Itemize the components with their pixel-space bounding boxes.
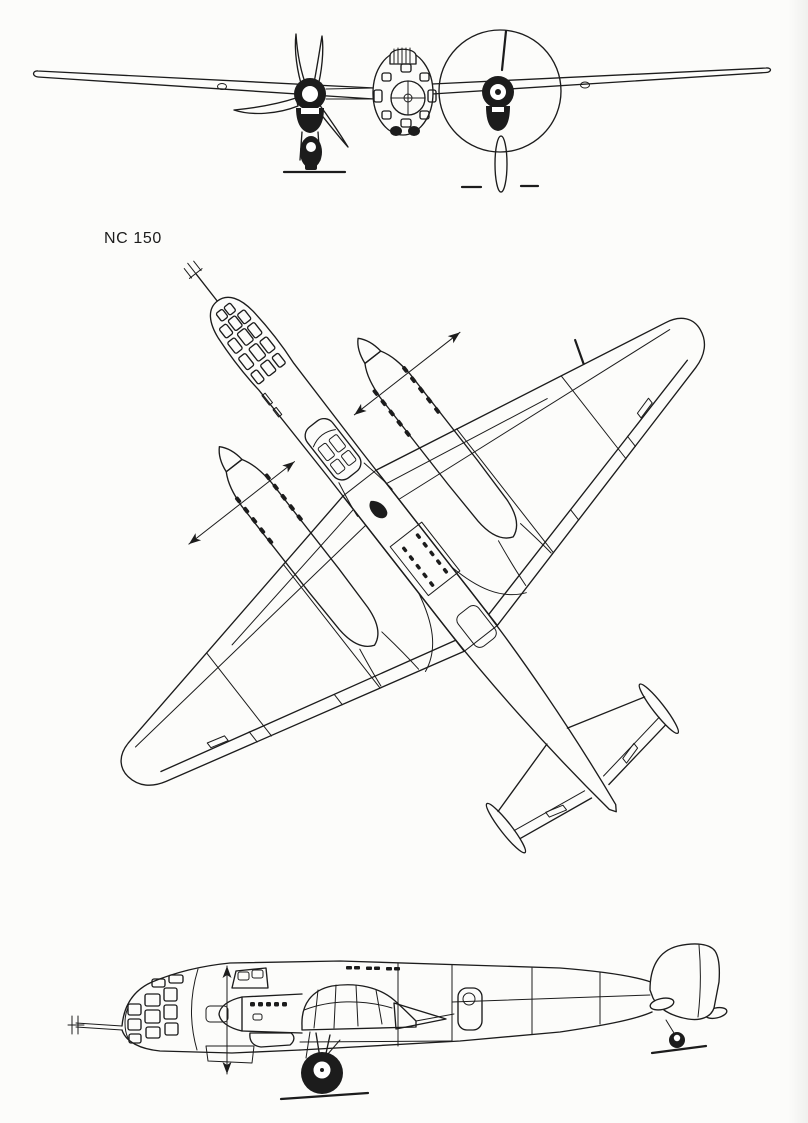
top-right-exhausts <box>372 366 441 437</box>
top-dotted-panel <box>389 521 461 597</box>
side-tail <box>649 943 728 1055</box>
side-nose-probe <box>67 1015 123 1035</box>
front-fuselage <box>372 47 437 136</box>
side-cockpit-canopy <box>301 984 455 1031</box>
side-windscreen <box>231 967 269 989</box>
front-right-engine <box>438 29 562 193</box>
top-view <box>120 260 706 854</box>
side-fuselage <box>121 960 657 1064</box>
top-antenna <box>183 260 218 302</box>
side-spine-vents <box>346 966 400 971</box>
top-right-stabilizer <box>566 683 680 786</box>
side-ground-line <box>279 1091 370 1101</box>
front-nose-panes <box>373 63 437 128</box>
top-left-wing <box>120 495 465 786</box>
front-right-blade-edge <box>494 135 508 193</box>
side-engine-nacelle <box>218 993 303 1048</box>
front-right-propeller-disc <box>438 29 562 153</box>
front-left-engine <box>233 33 349 174</box>
top-cockpit-canopy <box>304 417 393 517</box>
side-crew-door <box>457 987 483 1031</box>
side-main-gear <box>279 1031 370 1101</box>
side-view <box>67 943 728 1101</box>
side-belly-hatch <box>205 1045 255 1064</box>
top-aft-hatch <box>456 605 497 648</box>
top-df-loop <box>369 500 388 519</box>
top-right-nacelle <box>357 337 552 586</box>
top-left-prop-plane-arrow <box>188 461 295 545</box>
top-right-prop-plane-arrow <box>353 331 461 416</box>
side-near-stabilizer-tip <box>649 997 675 1011</box>
side-prop-plane-arrow <box>222 965 232 1075</box>
side-tail-wheel <box>650 1019 708 1055</box>
front-left-landing-gear <box>282 131 347 174</box>
side-rudder-line <box>697 944 701 1018</box>
side-exhaust-stubs <box>250 1002 287 1007</box>
top-tailplane <box>485 683 680 854</box>
aircraft-designation-label: NC 150 <box>104 230 162 247</box>
top-left-nacelle <box>218 446 420 687</box>
top-left-fin <box>485 802 527 854</box>
top-fuselage <box>209 296 617 813</box>
side-wing-trailing-edge <box>393 1002 447 1030</box>
front-wings <box>32 67 772 100</box>
front-view <box>32 29 772 193</box>
top-right-fin <box>638 683 680 735</box>
top-left-stabilizer <box>485 743 593 854</box>
side-nose-glazing <box>124 968 229 1051</box>
top-nose-glazing <box>215 302 286 385</box>
top-right-pitot <box>574 338 585 365</box>
top-right-wing <box>375 317 706 627</box>
side-nose-window <box>205 1005 229 1023</box>
